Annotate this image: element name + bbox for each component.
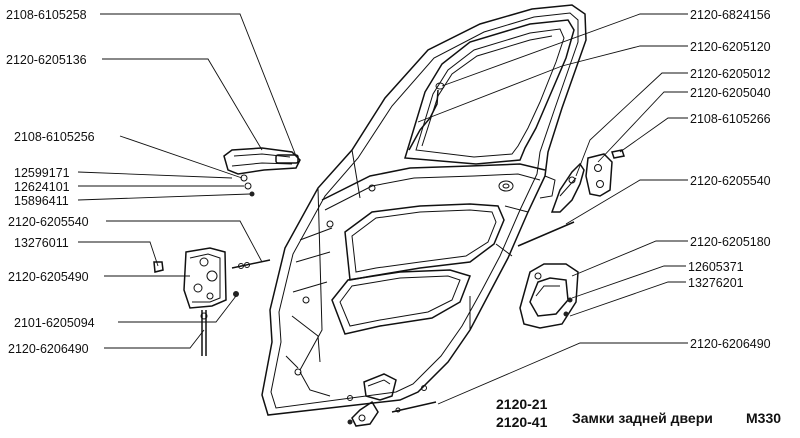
part-label-2120-6206490-left: 2120-6206490 bbox=[8, 342, 89, 356]
lock-button-rod bbox=[408, 82, 445, 151]
model-code-2: 2120-41 bbox=[496, 414, 548, 430]
inside-door-handle bbox=[519, 263, 579, 329]
part-label-2120-6205040: 2120-6205040 bbox=[690, 86, 771, 100]
door-lock-mechanism bbox=[153, 247, 271, 356]
part-label-2120-6205012: 2120-6205012 bbox=[690, 67, 771, 81]
sheet-code: M330 bbox=[746, 410, 782, 426]
part-label-2108-6105256: 2108-6105256 bbox=[14, 130, 95, 144]
part-label-12599171: 12599171 bbox=[14, 166, 70, 180]
part-label-2101-6205094: 2101-6205094 bbox=[14, 316, 95, 330]
part-label-2120-6824156: 2120-6824156 bbox=[690, 8, 771, 22]
part-label-2108-6105266: 2108-6105266 bbox=[690, 112, 771, 126]
lock-striker-assembly bbox=[517, 149, 625, 247]
part-label-2120-6205136: 2120-6205136 bbox=[6, 53, 87, 67]
part-label-2120-6205490: 2120-6205490 bbox=[8, 270, 89, 284]
part-label-12624101: 12624101 bbox=[14, 180, 70, 194]
outside-door-handle bbox=[223, 147, 301, 197]
diagram-caption: Замки задней двери bbox=[572, 410, 713, 426]
part-label-12605371: 12605371 bbox=[688, 260, 744, 274]
lower-lock-assembly bbox=[347, 373, 437, 427]
leader-lines bbox=[77, 13, 688, 405]
part-label-2120-6205120: 2120-6205120 bbox=[690, 40, 771, 54]
part-label-2108-6105258: 2108-6105258 bbox=[6, 8, 87, 22]
rear-door-panel bbox=[261, 4, 587, 416]
part-label-13276011: 13276011 bbox=[14, 236, 69, 250]
part-label-2120-6205540-left: 2120-6205540 bbox=[8, 215, 89, 229]
part-label-2120-6205180: 2120-6205180 bbox=[690, 235, 771, 249]
model-code-1: 2120-21 bbox=[496, 396, 548, 412]
part-label-2120-6205540-right: 2120-6205540 bbox=[690, 174, 771, 188]
part-label-2120-6206490-right: 2120-6206490 bbox=[690, 337, 771, 351]
part-label-15896411: 15896411 bbox=[14, 194, 69, 208]
part-label-13276201: 13276201 bbox=[688, 276, 744, 290]
